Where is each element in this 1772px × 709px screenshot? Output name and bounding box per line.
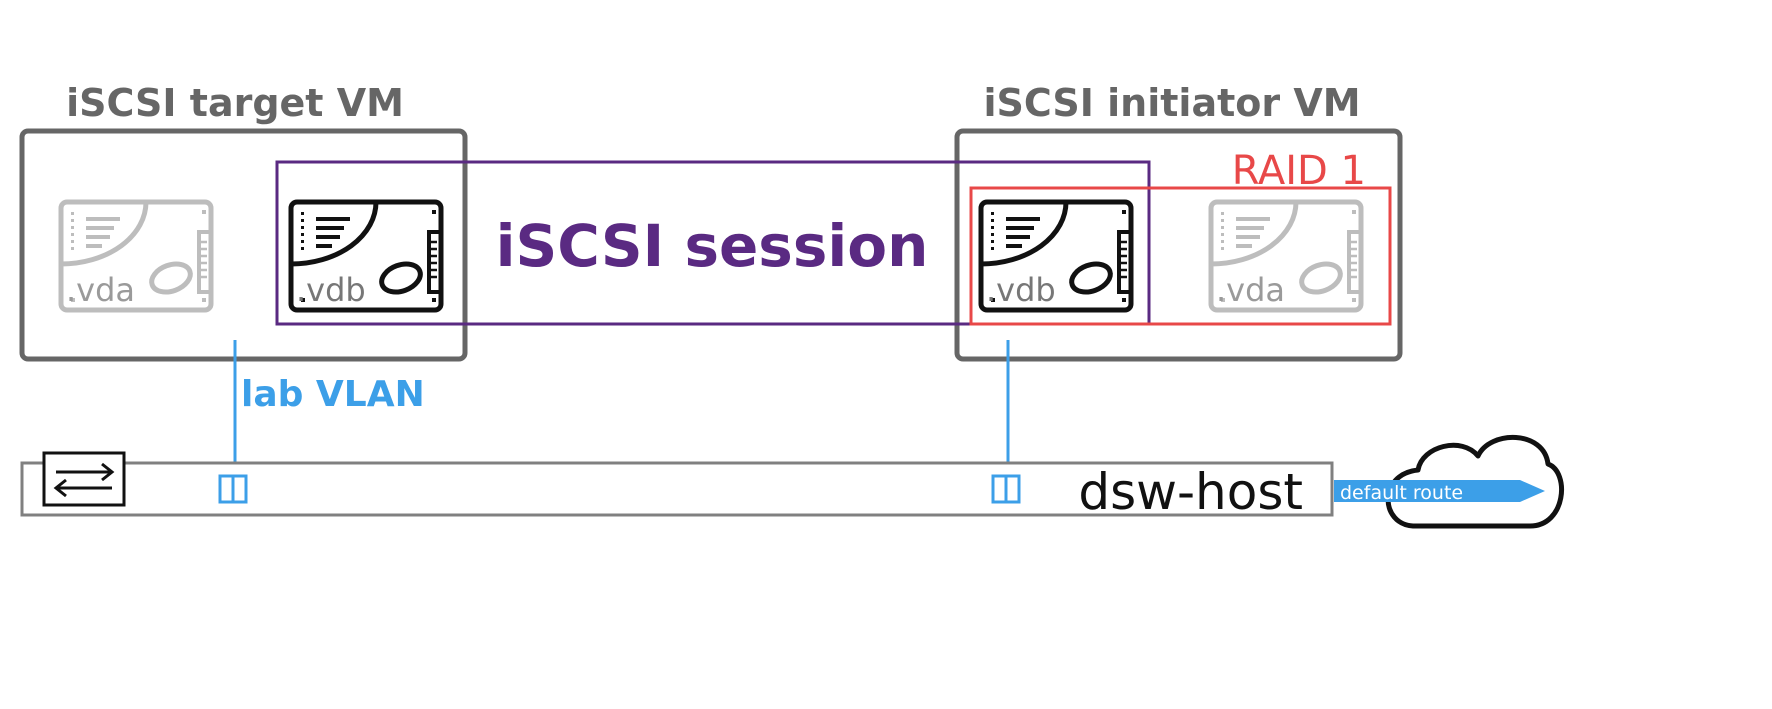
route-label: default route (1340, 482, 1463, 504)
initiator-vm-title: iSCSI initiator VM (983, 81, 1360, 125)
initiator-vdb-disk: .vdb (981, 202, 1131, 310)
target-vm-box (19, 128, 468, 362)
target-vda-label: .vda (66, 271, 135, 309)
initiator-vm-box (954, 128, 1403, 362)
raid-label: RAID 1 (1232, 148, 1366, 194)
iscsi-session-label: iSCSI session (496, 212, 929, 280)
target-vm-title: iSCSI target VM (66, 81, 404, 125)
initiator-vda-disk: .vda (1211, 202, 1361, 310)
switch-icon (42, 451, 126, 507)
vlan-label: lab VLAN (241, 374, 425, 415)
initiator-vda-label: .vda (1216, 271, 1285, 309)
raid-box (969, 186, 1392, 326)
initiator-vdb-label: .vdb (986, 271, 1056, 309)
target-vdb-disk: .vdb (291, 202, 441, 310)
host-label: dsw-host (1078, 463, 1303, 521)
target-vda-disk: .vda (61, 202, 211, 310)
arrow-icon (1334, 480, 1545, 502)
iscsi-session-box (275, 160, 1151, 326)
target-vdb-label: .vdb (296, 271, 366, 309)
